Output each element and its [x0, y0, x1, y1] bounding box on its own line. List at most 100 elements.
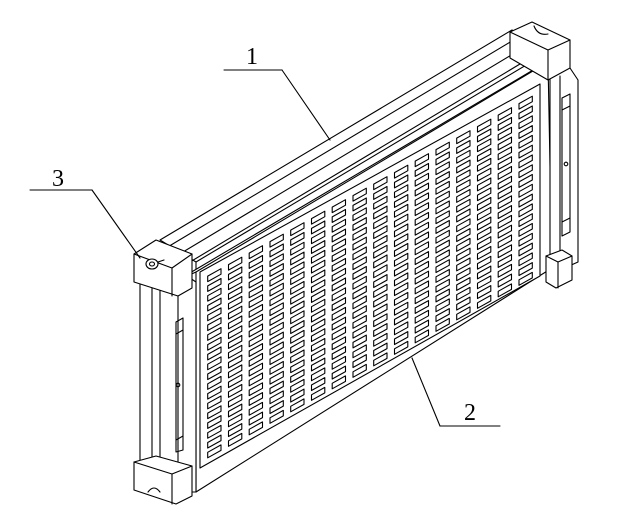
screen-slot: [310, 288, 326, 303]
screen-slot: [290, 222, 305, 237]
screen-slot: [269, 233, 284, 248]
screen-slot: [456, 130, 471, 145]
screen-slot: [269, 331, 284, 346]
screen-slot: [310, 347, 326, 362]
screen-slot: [352, 334, 367, 349]
screen-slot: [414, 280, 430, 295]
screen-slot: [310, 318, 326, 333]
screen-slot: [435, 210, 450, 225]
screen-slot: [310, 259, 326, 274]
screen-slot: [414, 192, 430, 207]
screen-slot: [373, 323, 388, 337]
callout-label-1: 1: [246, 44, 258, 70]
screen-slot: [331, 248, 347, 263]
screen-slot: [290, 369, 305, 383]
screen-slot: [497, 214, 513, 229]
screen-slot: [352, 207, 367, 222]
screen-slot: [373, 244, 388, 259]
screen-slot: [393, 252, 409, 267]
screen-slot: [248, 303, 264, 318]
screen-slot: [373, 352, 388, 367]
screen-slot: [290, 388, 305, 403]
screen-slot: [373, 205, 388, 220]
screen-slot: [290, 320, 305, 335]
screen-slot: [393, 340, 409, 355]
screen-slot: [456, 188, 471, 203]
screen-slot: [518, 125, 533, 139]
screen-slot: [456, 296, 471, 311]
screen-slot: [476, 196, 492, 211]
screen-slot: [207, 336, 222, 351]
screen-slot: [352, 314, 367, 329]
screen-slot: [352, 363, 367, 378]
screen-slot: [476, 245, 492, 260]
screen-slot: [352, 305, 367, 320]
screen-slot: [227, 374, 243, 389]
screen-slot: [331, 375, 347, 390]
screen-slot: [352, 265, 367, 280]
screen-slot: [393, 262, 409, 277]
screen-slot: [290, 271, 305, 286]
screen-slot: [352, 197, 367, 212]
screen-slot: [518, 252, 533, 267]
callout-3-leader: [29, 189, 141, 259]
screen-slot: [497, 195, 513, 210]
screen-slot: [435, 268, 450, 283]
screen-slot: [435, 171, 450, 185]
screen-slot: [435, 229, 450, 244]
screen-slot: [290, 329, 305, 344]
screen-slot: [207, 287, 222, 302]
screen-slot: [393, 311, 409, 326]
screen-slot: [248, 264, 264, 279]
screen-slot: [352, 285, 367, 300]
screen-slot: [207, 405, 222, 420]
screen-slot: [518, 154, 533, 169]
screen-slot: [248, 392, 264, 406]
screen-slot: [269, 263, 284, 277]
screen-slot: [290, 261, 305, 276]
screen-slot: [414, 182, 430, 197]
callout-1-leader: [223, 69, 331, 141]
screen-slot: [435, 298, 450, 313]
screen-slot: [414, 251, 430, 266]
screen-slot: [207, 415, 222, 429]
screen-slot: [456, 159, 471, 174]
screen-slot: [310, 357, 326, 372]
screen-slot: [207, 385, 222, 400]
screen-slot: [331, 365, 347, 380]
screen-slot: [310, 328, 326, 343]
screen-slot: [518, 193, 533, 208]
screen-slot: [269, 302, 284, 317]
screen-slot: [435, 219, 450, 234]
screen-slot: [269, 380, 284, 395]
screen-panel: [199, 83, 541, 469]
screen-slot: [476, 255, 492, 270]
screen-slot: [518, 213, 533, 228]
screen-slot: [290, 359, 305, 374]
screen-slot: [497, 136, 513, 151]
screen-slot: [497, 146, 513, 161]
screen-slot: [269, 390, 284, 405]
screen-slot: [435, 151, 450, 166]
screen-slot: [373, 225, 388, 240]
screen-slot: [476, 177, 492, 192]
screen-slot: [248, 313, 264, 328]
screen-slot: [331, 355, 347, 370]
screen-slot: [331, 287, 347, 302]
screen-slot: [227, 413, 243, 428]
screen-slot: [497, 175, 513, 190]
screen-slot: [269, 360, 284, 375]
screen-slot: [518, 115, 533, 130]
screen-slot: [248, 245, 264, 260]
screen-slot: [310, 220, 326, 235]
screen-slot: [269, 253, 284, 268]
screen-slot: [310, 230, 326, 245]
screen-slot: [248, 411, 264, 426]
screen-slot: [352, 246, 367, 261]
screen-slot: [497, 254, 513, 268]
screen-slot: [393, 301, 409, 316]
screen-slot: [414, 202, 430, 217]
screen-slot: [310, 249, 326, 264]
screen-slot: [310, 308, 326, 323]
